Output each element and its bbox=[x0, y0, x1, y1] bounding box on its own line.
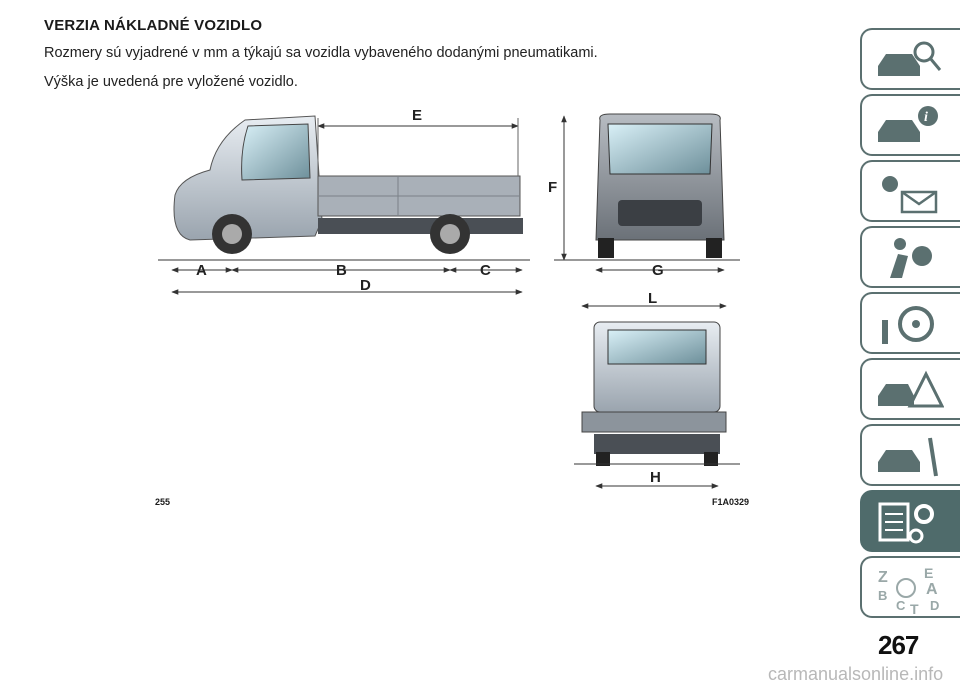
label-A: A bbox=[196, 262, 207, 279]
car-warning-triangle-icon bbox=[878, 370, 944, 408]
svg-text:D: D bbox=[930, 598, 939, 613]
dimension-G: G bbox=[595, 262, 725, 279]
dimensions-A-B-C: A B C bbox=[171, 262, 523, 279]
tab-warning-lights[interactable] bbox=[860, 160, 960, 222]
figure-code: F1A0329 bbox=[712, 497, 750, 507]
dimensions-note: Rozmery sú vyjadrené v mm a týkajú sa vo… bbox=[44, 45, 598, 61]
warning-lights-mail-icon bbox=[882, 176, 938, 214]
steering-wheel-icon bbox=[882, 306, 934, 344]
specs-gear-icon bbox=[878, 502, 934, 544]
svg-text:Z: Z bbox=[878, 569, 888, 586]
label-D: D bbox=[360, 277, 371, 294]
tab-maintenance[interactable] bbox=[860, 424, 960, 486]
dimension-H: H bbox=[595, 469, 719, 489]
airbag-seat-icon bbox=[890, 238, 932, 278]
page-number: 267 bbox=[878, 630, 919, 660]
alphabet-index-icon: Z E A B C T D bbox=[878, 565, 939, 616]
tab-technical-specs[interactable] bbox=[860, 490, 960, 552]
dimension-F: F bbox=[548, 115, 567, 261]
dimension-E: E bbox=[317, 107, 519, 176]
dimension-D: D bbox=[171, 277, 523, 295]
car-wrench-icon bbox=[878, 437, 938, 477]
front-view-truck bbox=[595, 113, 725, 258]
dimension-L: L bbox=[581, 290, 727, 309]
label-G: G bbox=[652, 262, 664, 279]
vehicle-dimensions-figure: E A B C D F G L bbox=[158, 107, 740, 489]
svg-text:B: B bbox=[878, 588, 887, 603]
figure-number: 255 bbox=[155, 497, 171, 507]
svg-text:A: A bbox=[926, 581, 938, 598]
tab-emergency[interactable] bbox=[860, 358, 960, 420]
watermark: carmanualsonline.info bbox=[768, 664, 944, 684]
rear-view-truck bbox=[581, 321, 727, 466]
tab-index[interactable]: Z E A B C T D bbox=[860, 556, 960, 618]
svg-text:E: E bbox=[924, 565, 933, 581]
car-info-icon: i bbox=[878, 106, 938, 142]
tab-steering[interactable] bbox=[860, 292, 960, 354]
label-B: B bbox=[336, 262, 347, 279]
height-note: Výška je uvedená pre vyložené vozidlo. bbox=[44, 74, 298, 90]
label-L: L bbox=[648, 290, 657, 307]
svg-text:i: i bbox=[924, 110, 928, 125]
side-view-truck bbox=[173, 115, 523, 254]
tab-airbag[interactable] bbox=[860, 226, 960, 288]
label-E: E bbox=[412, 107, 422, 124]
label-F: F bbox=[548, 179, 557, 196]
label-C: C bbox=[480, 262, 491, 279]
svg-text:C: C bbox=[896, 598, 906, 613]
tab-car-info[interactable]: i bbox=[860, 94, 960, 156]
car-search-icon bbox=[878, 41, 942, 76]
tab-car-search[interactable] bbox=[860, 28, 960, 90]
svg-text:T: T bbox=[910, 601, 919, 616]
section-heading: VERZIA NÁKLADNÉ VOZIDLO bbox=[44, 17, 263, 34]
label-H: H bbox=[650, 469, 661, 486]
